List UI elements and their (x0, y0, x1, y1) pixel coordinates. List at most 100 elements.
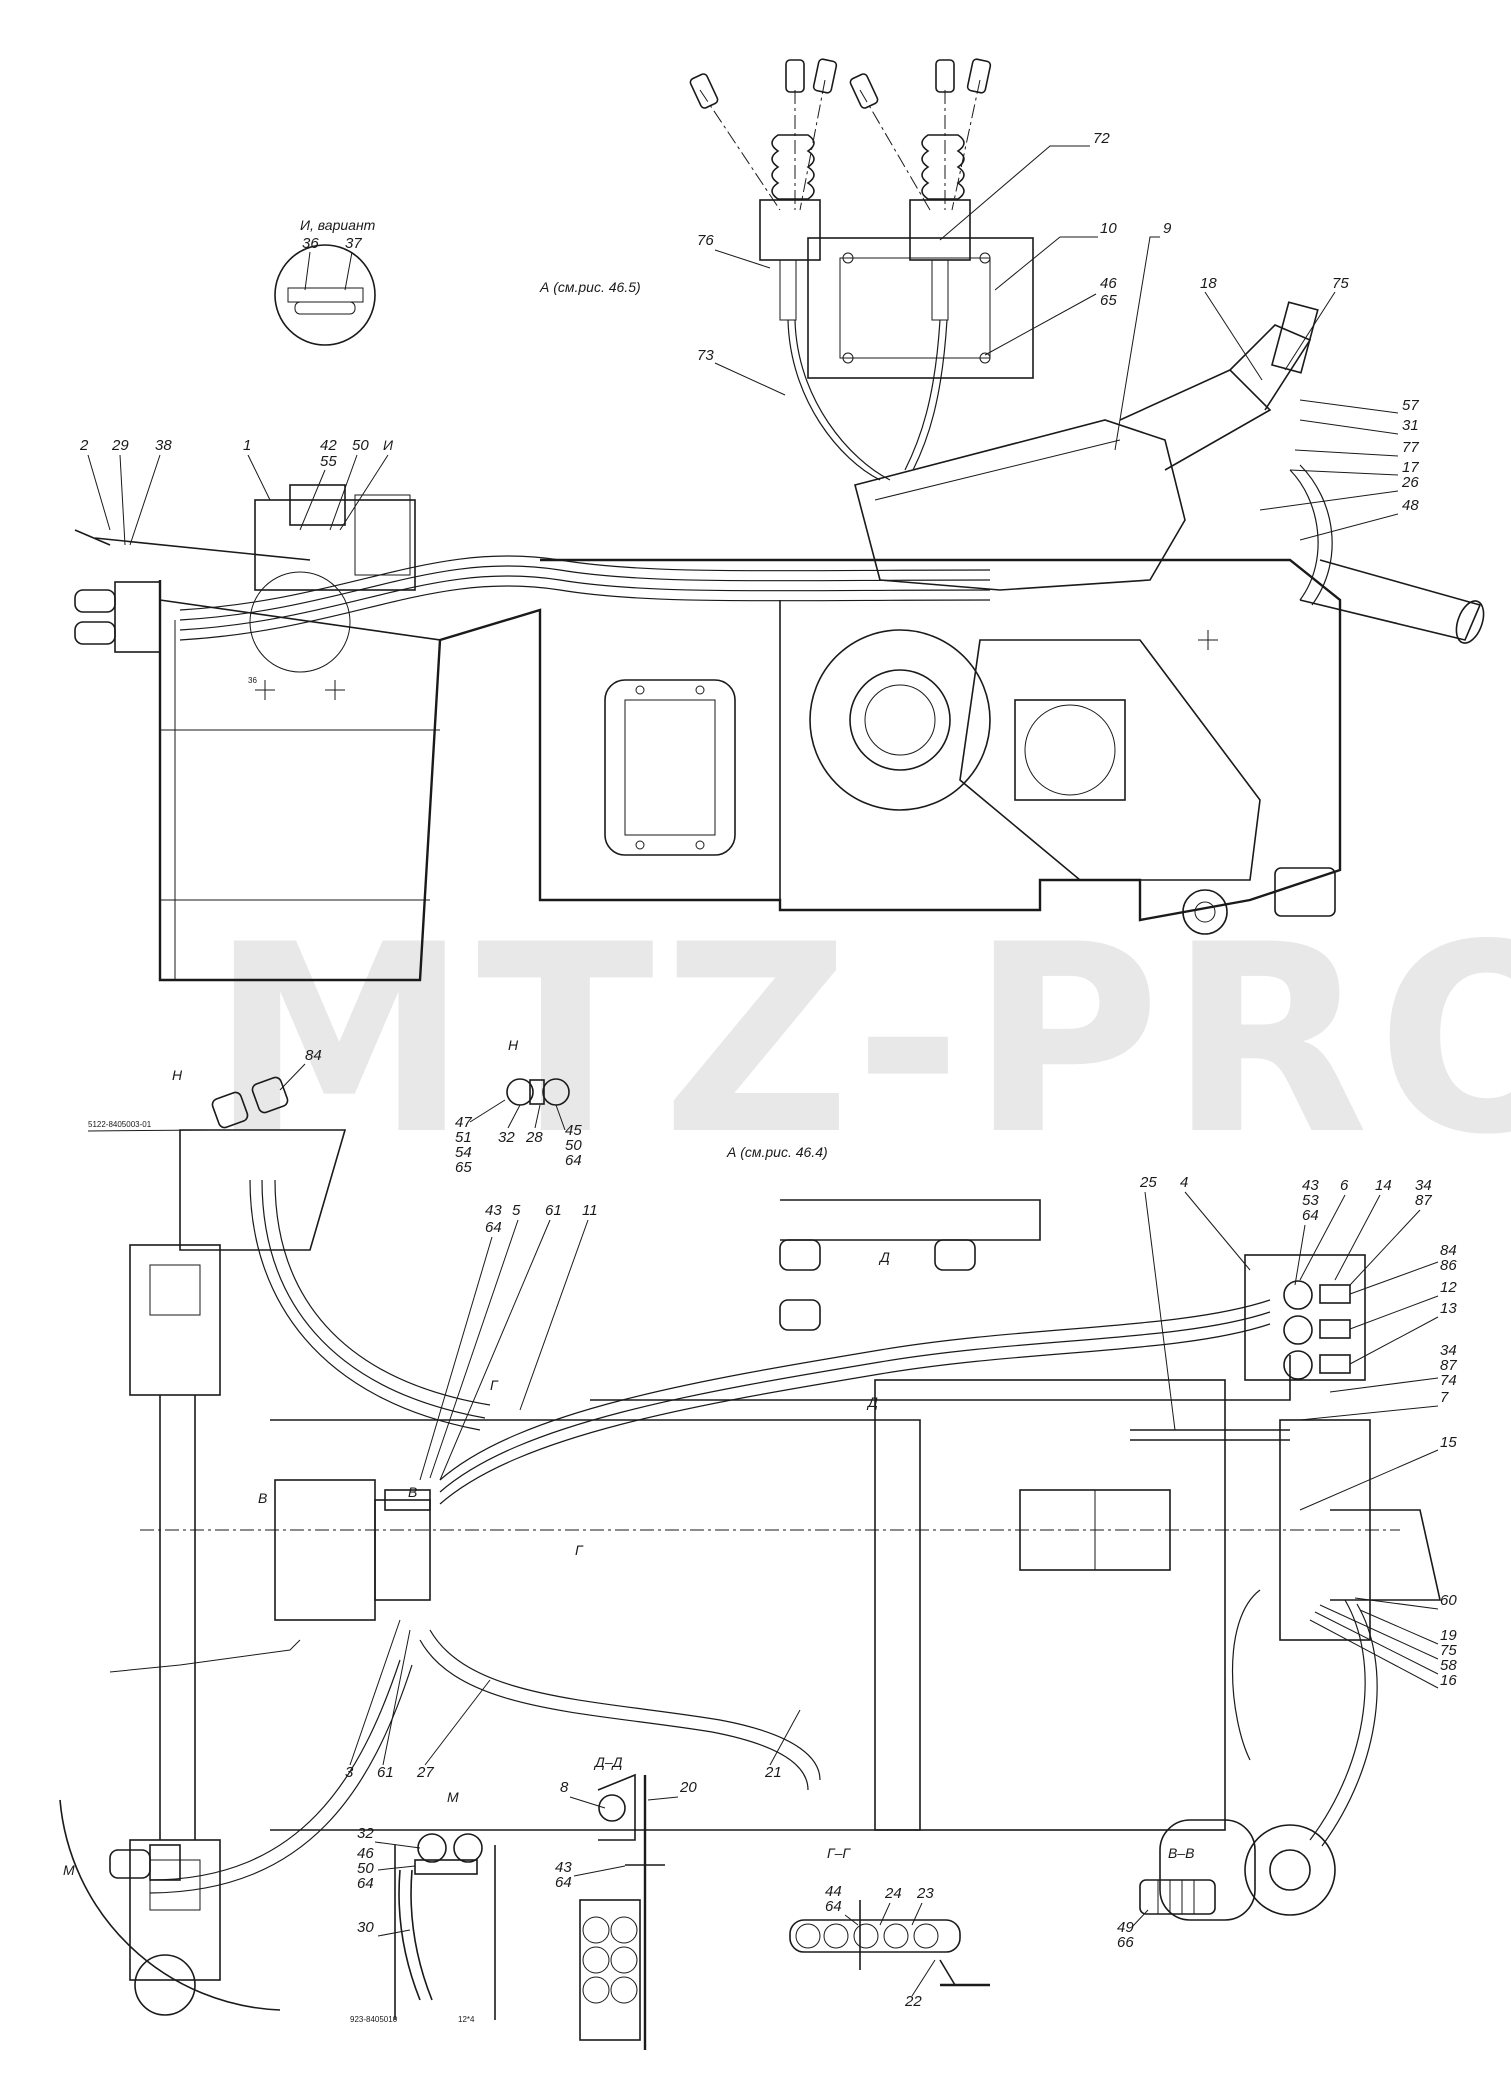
callout: 50 (565, 1137, 582, 1154)
callout: 87 (1415, 1192, 1432, 1209)
view-a-label-mid: А (см.рис. 46.4) (726, 1144, 828, 1160)
callout: 73 (697, 347, 714, 364)
variant-i-label: И, вариант (300, 217, 376, 233)
section-gg-label: Г–Г (827, 1845, 851, 1861)
upper-hose-bundle (74, 484, 991, 673)
callout: 30 (357, 1919, 374, 1936)
callout: 37 (345, 235, 362, 252)
callout: 34 (1415, 1177, 1432, 1194)
callout: 3 (345, 1764, 354, 1781)
section-vv-label: В–В (1168, 1845, 1194, 1861)
lower-hose-bundle (109, 1299, 1378, 1894)
view-m-detail-label: М (447, 1789, 459, 1805)
callout: 36 (248, 676, 257, 685)
callout: 36 (302, 235, 319, 252)
section-vv: В–В 49 66 (1117, 1845, 1216, 1951)
callout: 46 (357, 1845, 374, 1862)
i-mark: И (383, 437, 394, 453)
callout: 65 (1100, 292, 1117, 309)
callout: 28 (525, 1129, 543, 1146)
callout: 64 (565, 1152, 582, 1169)
part-number-n: 5122-8405003-01 (88, 1120, 152, 1129)
callout: 23 (916, 1885, 934, 1902)
callout: 49 (1117, 1919, 1134, 1936)
callout: 32 (498, 1129, 515, 1146)
d-mark: Д (878, 1249, 890, 1265)
callout: 21 (764, 1764, 782, 1781)
callout: 55 (320, 453, 337, 470)
callout: 64 (485, 1219, 502, 1236)
detail-n: Н 84 5122-8405003-01 (87, 1047, 491, 1431)
callout: 16 (1440, 1672, 1457, 1689)
callout: 20 (679, 1779, 697, 1796)
detail-n-small: Н 47 51 54 65 32 28 45 50 64 (455, 1037, 582, 1176)
callout: 43 (1302, 1177, 1319, 1194)
g-mark-2: Г (575, 1542, 584, 1558)
callouts-lower: 43 64 5 61 11 25 4 43 53 64 6 14 34 87 8… (258, 1174, 1457, 1781)
callout: 42 (320, 437, 337, 454)
callout: 66 (1117, 1934, 1134, 1951)
tank-assembly (854, 301, 1485, 644)
callout: 50 (357, 1860, 374, 1877)
callout: 34 (1440, 1342, 1457, 1359)
watermark: MTZ-PRO (210, 890, 1511, 1192)
lower-plan-view (129, 1199, 1441, 1981)
callout: 61 (545, 1202, 562, 1219)
callout: 75 (1440, 1642, 1457, 1659)
callout: 32 (357, 1825, 374, 1842)
callout: 27 (416, 1764, 434, 1781)
v-mark: В (258, 1490, 267, 1506)
callout: 2 (79, 437, 89, 454)
variant-i-detail: И, вариант 36 37 (274, 217, 376, 346)
part-number-m: 923-8405010 (350, 2015, 398, 2024)
callout: 4 (1180, 1174, 1188, 1191)
section-dd-label: Д–Д (593, 1754, 623, 1770)
view-n-label: Н (172, 1067, 183, 1083)
callouts-upper: 9 18 75 57 31 77 17 26 48 2 29 38 1 42 5… (79, 220, 1419, 685)
callout: 77 (1402, 439, 1419, 456)
callout: 64 (357, 1875, 374, 1892)
callout: 22 (904, 1993, 922, 2010)
upper-frame-view (158, 558, 1342, 982)
callout: 72 (1093, 130, 1110, 147)
callouts-levers: 72 76 10 46 65 73 А (см.рис. 46.5) (539, 130, 1117, 396)
callout: 64 (555, 1874, 572, 1891)
d-mark-2: Д (866, 1394, 878, 1410)
callout: 25 (1139, 1174, 1157, 1191)
callout: 18 (1200, 275, 1217, 292)
callout: 64 (825, 1898, 842, 1915)
callout: 75 (1332, 275, 1349, 292)
callout: 17 (1402, 459, 1419, 476)
control-levers-assembly (689, 58, 1034, 481)
callout: 11 (582, 1202, 598, 1219)
callout: 29 (111, 437, 129, 454)
callout: 87 (1440, 1357, 1457, 1374)
callout: 5 (512, 1202, 521, 1219)
callout: 50 (352, 437, 369, 454)
callout: 10 (1100, 220, 1117, 237)
callout: 43 (485, 1202, 502, 1219)
detail-m: М (59, 1799, 281, 2016)
callout: 57 (1402, 397, 1419, 414)
section-dd: Д–Д 8 20 43 64 (555, 1754, 697, 2050)
callout: 13 (1440, 1300, 1457, 1317)
callout: 76 (697, 232, 714, 249)
callout: 45 (565, 1122, 582, 1139)
callout: 43 (555, 1859, 572, 1876)
callout: 65 (455, 1159, 472, 1176)
callout: 47 (455, 1114, 472, 1131)
callout: 51 (455, 1129, 472, 1146)
callout: 1 (243, 437, 251, 454)
callout: 61 (377, 1764, 394, 1781)
callout: 54 (455, 1144, 472, 1161)
detail-m-small: М 32 46 50 64 30 923-8405010 12*4 (350, 1789, 496, 2024)
callout: 84 (305, 1047, 322, 1064)
callout: 53 (1302, 1192, 1319, 1209)
callout: 26 (1401, 474, 1419, 491)
callout: 6 (1340, 1177, 1349, 1194)
callout: 8 (560, 1779, 569, 1796)
callout: 74 (1440, 1372, 1457, 1389)
callout: 19 (1440, 1627, 1457, 1644)
callout: 46 (1100, 275, 1117, 292)
callout: 12 (1440, 1279, 1457, 1296)
